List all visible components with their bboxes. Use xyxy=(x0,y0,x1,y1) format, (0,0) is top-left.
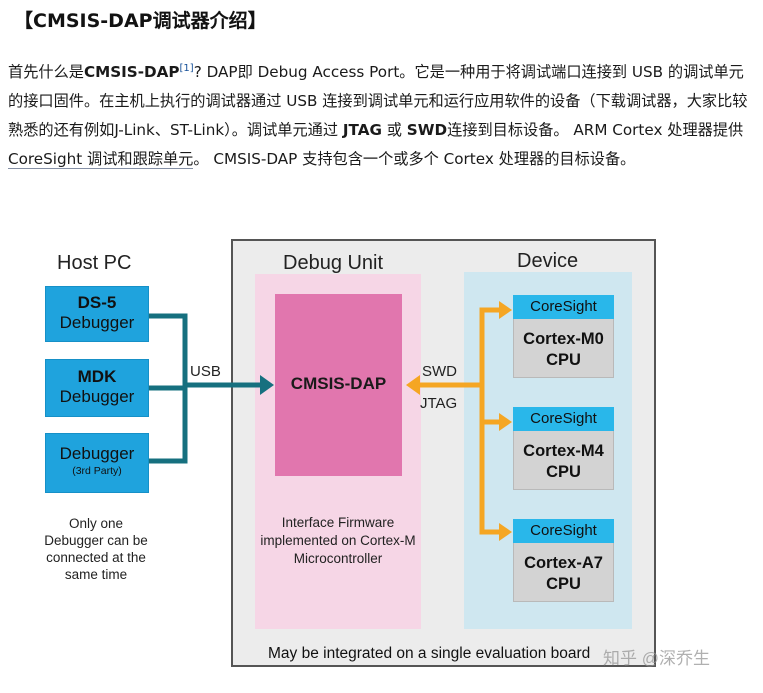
cmsis-dap-block xyxy=(275,294,402,476)
cpu-model: Cortex-M4 xyxy=(523,442,604,460)
intro-bold-cmsis: CMSIS-DAP xyxy=(83,63,180,81)
arrow-to-m4 xyxy=(499,413,512,431)
swd-label: SWD xyxy=(422,363,457,380)
usb-wires xyxy=(149,313,262,464)
intro-text-1: 首先什么是 xyxy=(8,63,84,81)
intro-bold-swd: SWD xyxy=(406,121,448,139)
debug-unit-title: Debug Unit xyxy=(283,252,384,274)
cpu-label: CPU xyxy=(546,575,581,593)
intro-text-3: 或 xyxy=(381,121,407,139)
debugger-name: Debugger xyxy=(59,444,135,463)
device-title: Device xyxy=(517,250,579,272)
arrow-to-a7 xyxy=(499,523,512,541)
coresight-tag: CoreSight xyxy=(513,407,614,431)
cpu-label: CPU xyxy=(546,463,581,481)
intro-text-5: 。 CMSIS-DAP 支持包含一个或多个 Cortex 处理器的目标设备。 xyxy=(193,150,636,168)
debugger-label: Debugger xyxy=(59,313,135,332)
host-note: Only one Debugger can be connected at th… xyxy=(44,516,148,582)
debugger-name: MDK xyxy=(77,367,117,386)
debugger-label: (3rd Party) xyxy=(72,465,122,477)
firmware-note: Interface Firmware implemented on Cortex… xyxy=(260,515,416,566)
cpu-label: CPU xyxy=(546,351,581,369)
jtag-label: JTAG xyxy=(420,395,458,412)
board-note: May be integrated on a single evaluation… xyxy=(268,645,591,662)
arrow-to-m0 xyxy=(499,301,512,319)
swd-arrow-left xyxy=(406,375,420,395)
intro-bold-jtag: JTAG xyxy=(342,121,382,139)
intro-paragraph: 首先什么是CMSIS-DAP[1]? DAP即 Debug Access Por… xyxy=(8,58,758,174)
debugger-label: Debugger xyxy=(59,387,135,406)
debugger-name: DS-5 xyxy=(77,293,117,312)
connection-wires xyxy=(149,301,512,541)
watermark: 知乎 @深乔生 xyxy=(603,649,710,668)
coresight-tag: CoreSight xyxy=(513,519,614,543)
intro-text-4: 连接到目标设备。 ARM Cortex 处理器提供 xyxy=(447,121,744,139)
cpu-model: Cortex-A7 xyxy=(524,554,603,572)
section-heading: 【CMSIS-DAP调试器介绍】 xyxy=(14,10,267,32)
host-pc-title: Host PC xyxy=(57,252,132,274)
reference-link[interactable]: [1] xyxy=(179,62,194,74)
mdk-debugger-box: MDK Debugger xyxy=(45,359,149,417)
swd-jtag-wires xyxy=(418,307,501,535)
usb-arrow-head xyxy=(260,375,274,395)
cmsis-dap-label: CMSIS-DAP xyxy=(290,374,387,393)
usb-label: USB xyxy=(190,363,221,380)
coresight-tag: CoreSight xyxy=(513,295,614,319)
cpu-model: Cortex-M0 xyxy=(523,330,604,348)
intro-text-2: ? DAP即 Debug Access Port。它是一种用于将调试端口连接到 … xyxy=(8,63,748,139)
third-party-debugger-box: Debugger (3rd Party) xyxy=(45,433,149,493)
ds5-debugger-box: DS-5 Debugger xyxy=(45,286,149,342)
cmsis-dap-diagram: Host PC DS-5 Debugger MDK Debugger Debug… xyxy=(0,232,763,693)
coresight-link[interactable]: CoreSight 调试和跟踪单元 xyxy=(8,150,194,169)
